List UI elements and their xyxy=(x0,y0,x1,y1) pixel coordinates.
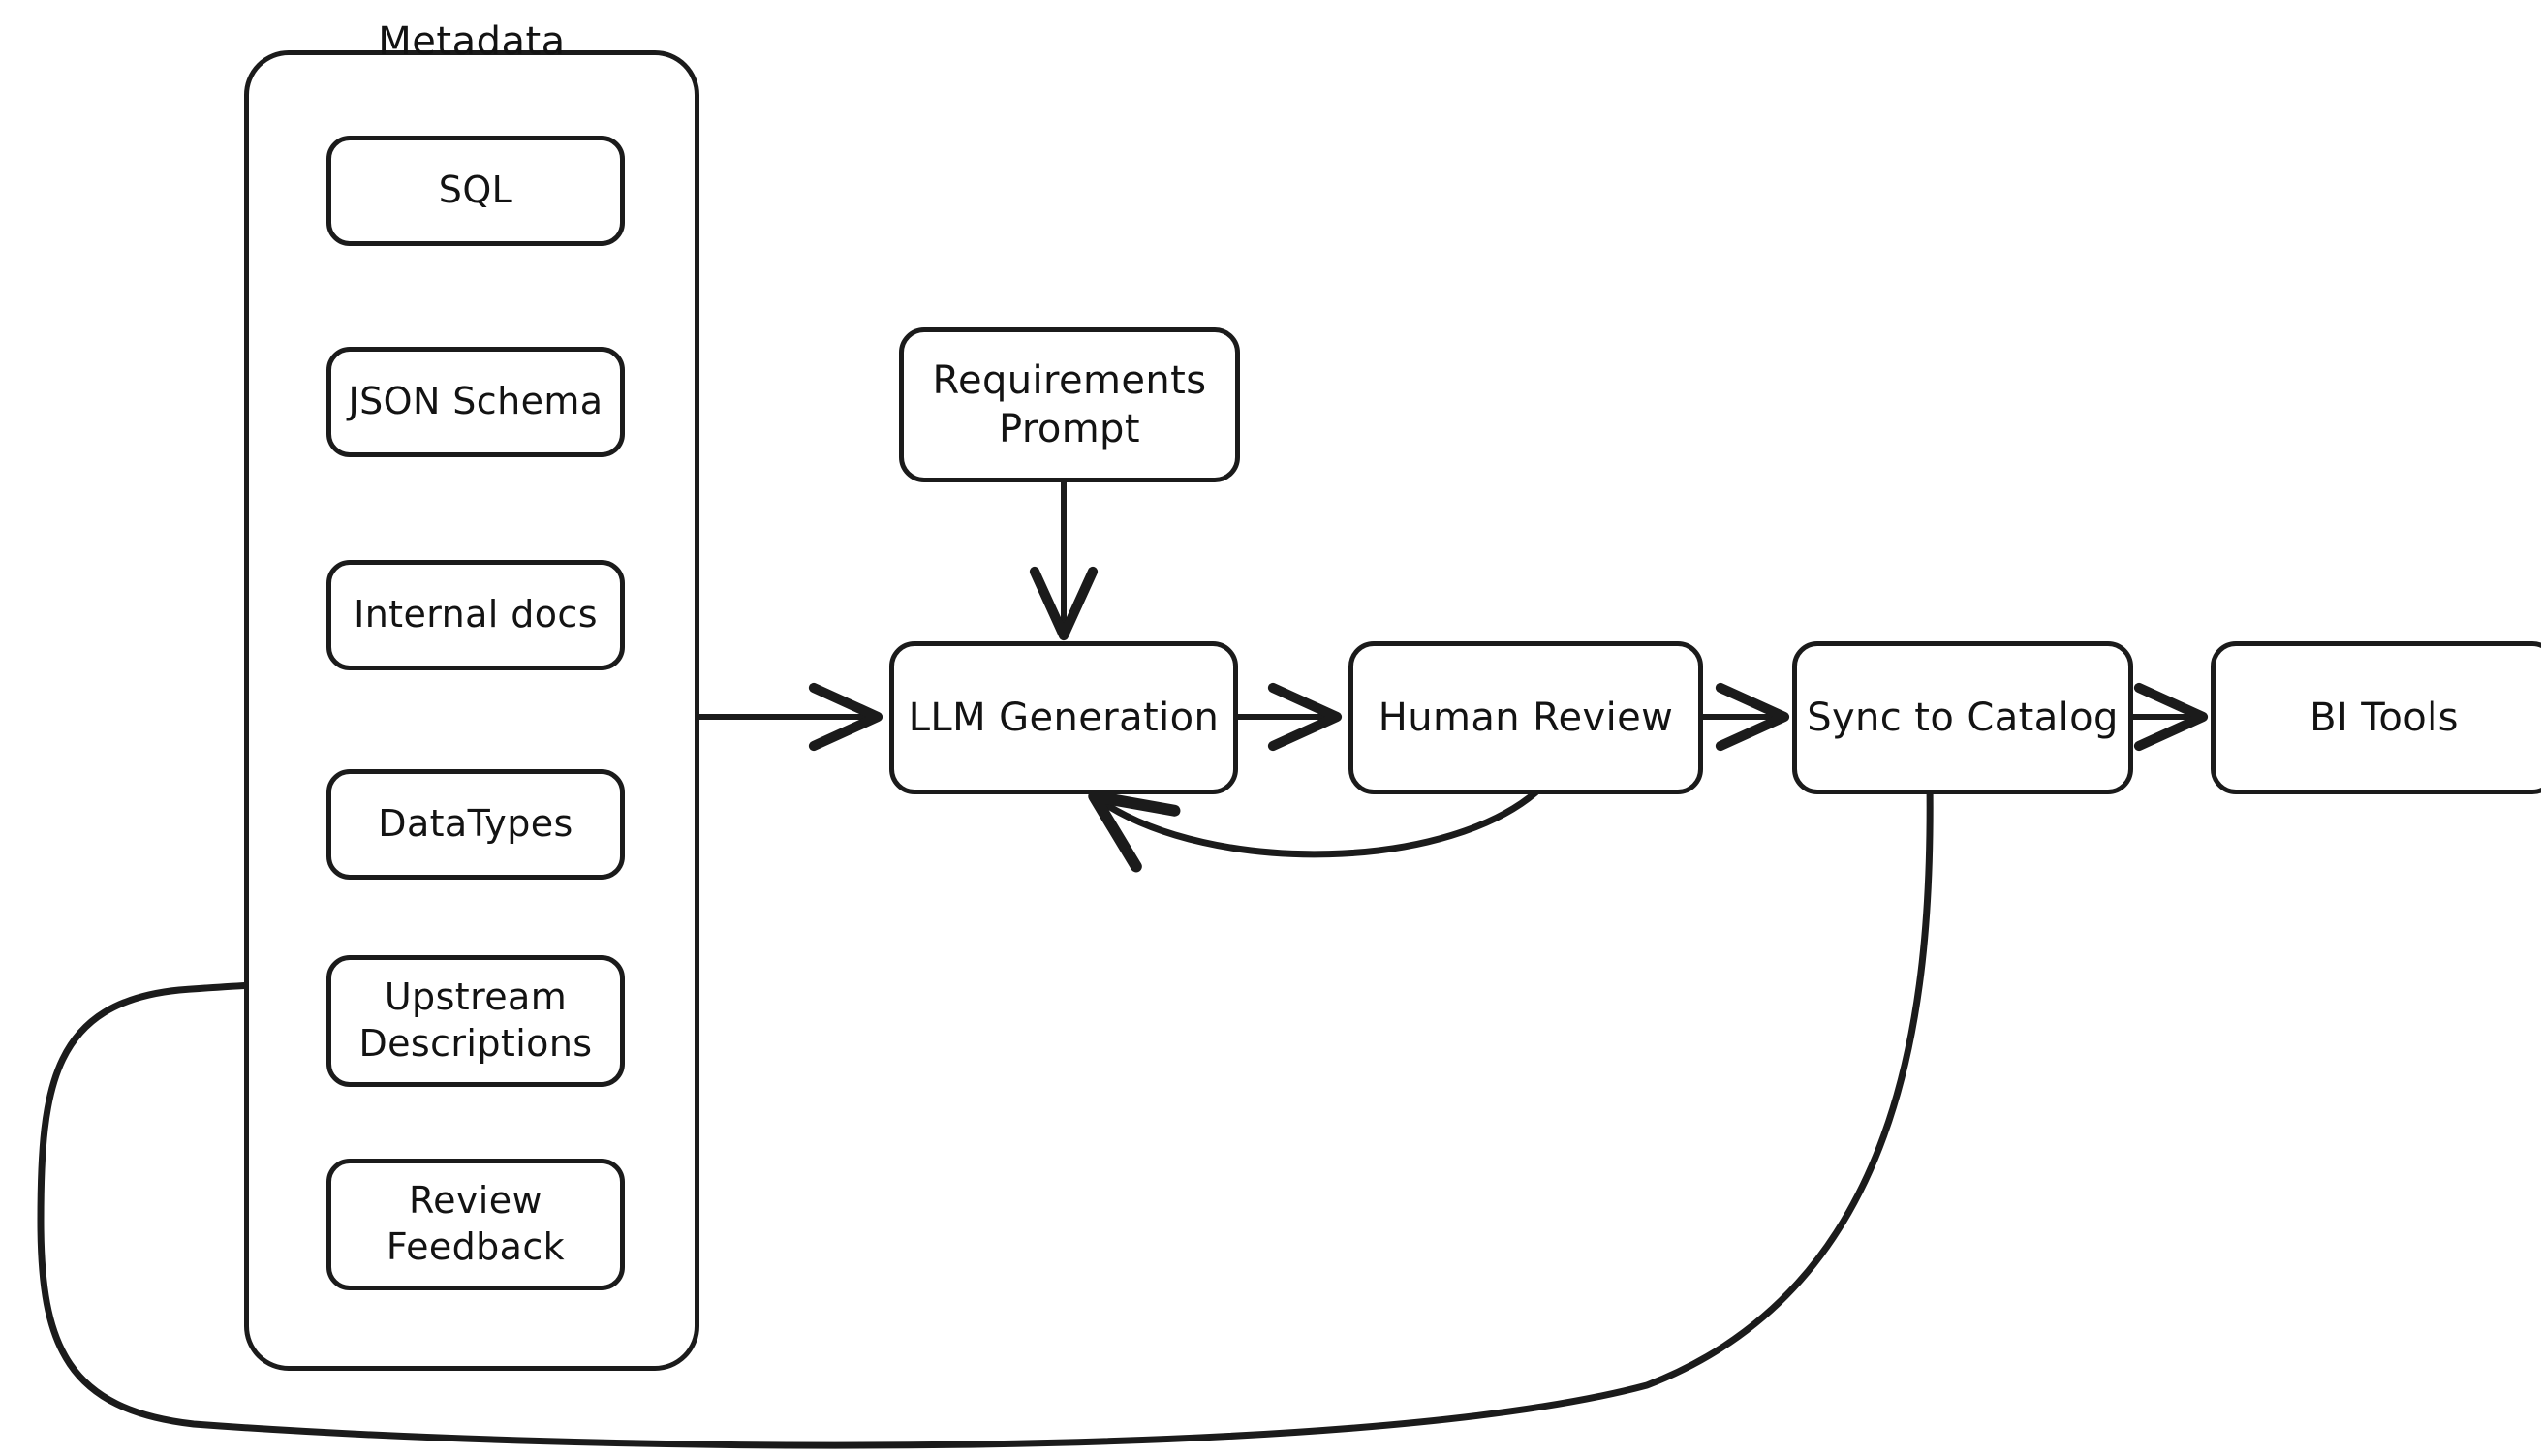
metadata-item-json-schema-label: JSON Schema xyxy=(348,380,604,423)
metadata-item-upstream-descriptions-label: Upstream Descriptions xyxy=(358,976,593,1065)
metadata-item-review-feedback-label: Review Feedback xyxy=(386,1179,566,1268)
metadata-item-sql[interactable]: SQL xyxy=(326,136,625,246)
metadata-item-review-feedback[interactable]: Review Feedback xyxy=(326,1159,625,1290)
metadata-item-data-types-label: DataTypes xyxy=(378,802,573,846)
node-human-review[interactable]: Human Review xyxy=(1348,641,1703,794)
node-requirements-prompt-label: Requirements Prompt xyxy=(932,357,1207,451)
metadata-group-title: Metadata xyxy=(378,19,566,64)
metadata-item-upstream-descriptions[interactable]: Upstream Descriptions xyxy=(326,955,625,1087)
metadata-item-internal-docs[interactable]: Internal docs xyxy=(326,560,625,670)
metadata-item-internal-docs-label: Internal docs xyxy=(354,593,598,636)
metadata-item-data-types[interactable]: DataTypes xyxy=(326,769,625,880)
node-llm-generation[interactable]: LLM Generation xyxy=(889,641,1238,794)
metadata-item-sql-label: SQL xyxy=(438,169,513,212)
metadata-item-json-schema[interactable]: JSON Schema xyxy=(326,347,625,457)
node-sync-to-catalog-label: Sync to Catalog xyxy=(1807,695,2119,740)
node-bi-tools-label: BI Tools xyxy=(2309,695,2459,740)
node-requirements-prompt[interactable]: Requirements Prompt xyxy=(899,327,1240,482)
node-human-review-label: Human Review xyxy=(1378,695,1674,740)
edge-human-review-back-to-llm-generation xyxy=(1088,783,1546,873)
node-sync-to-catalog[interactable]: Sync to Catalog xyxy=(1792,641,2133,794)
node-bi-tools[interactable]: BI Tools xyxy=(2211,641,2541,794)
node-llm-generation-label: LLM Generation xyxy=(908,695,1220,740)
